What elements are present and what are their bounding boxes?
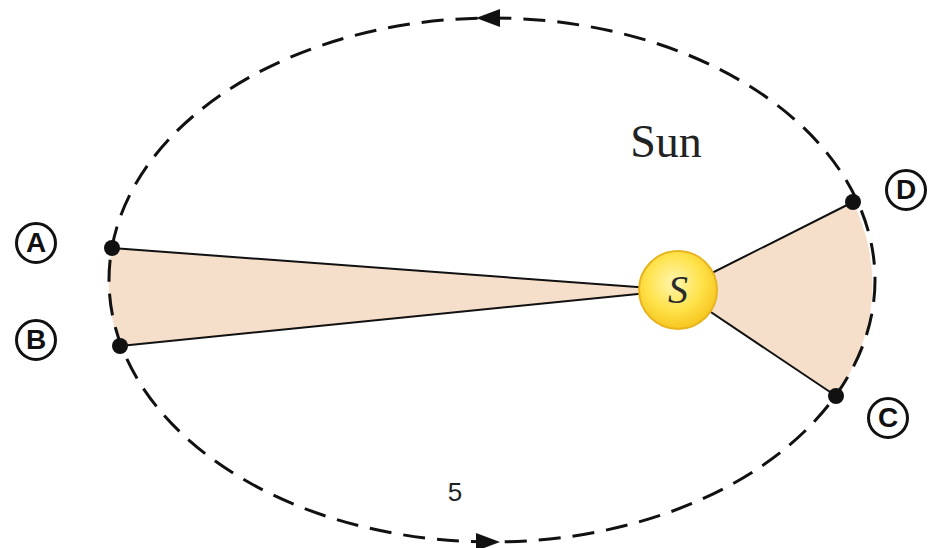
planet-dot — [112, 338, 128, 354]
point-label: B — [15, 319, 57, 361]
point-label: C — [867, 397, 909, 439]
point-label: D — [885, 169, 927, 211]
point-letter: D — [896, 176, 916, 204]
point-letter: A — [26, 229, 46, 257]
planet-dot — [845, 194, 861, 210]
direction-arrow — [476, 9, 500, 27]
orbit-path — [109, 18, 875, 542]
radius-line — [112, 248, 678, 290]
point-label: A — [15, 222, 57, 264]
direction-arrow — [476, 533, 500, 548]
sun-circle: S — [638, 250, 718, 330]
swept-area — [109, 248, 678, 346]
sun-symbol: S — [668, 270, 688, 310]
sun-label: Sun — [630, 119, 702, 165]
planet-dot — [828, 388, 844, 404]
point-letter: B — [26, 326, 46, 354]
page-number: 5 — [448, 479, 462, 505]
point-letter: C — [878, 404, 898, 432]
radius-line — [120, 290, 678, 346]
planet-dot — [104, 240, 120, 256]
